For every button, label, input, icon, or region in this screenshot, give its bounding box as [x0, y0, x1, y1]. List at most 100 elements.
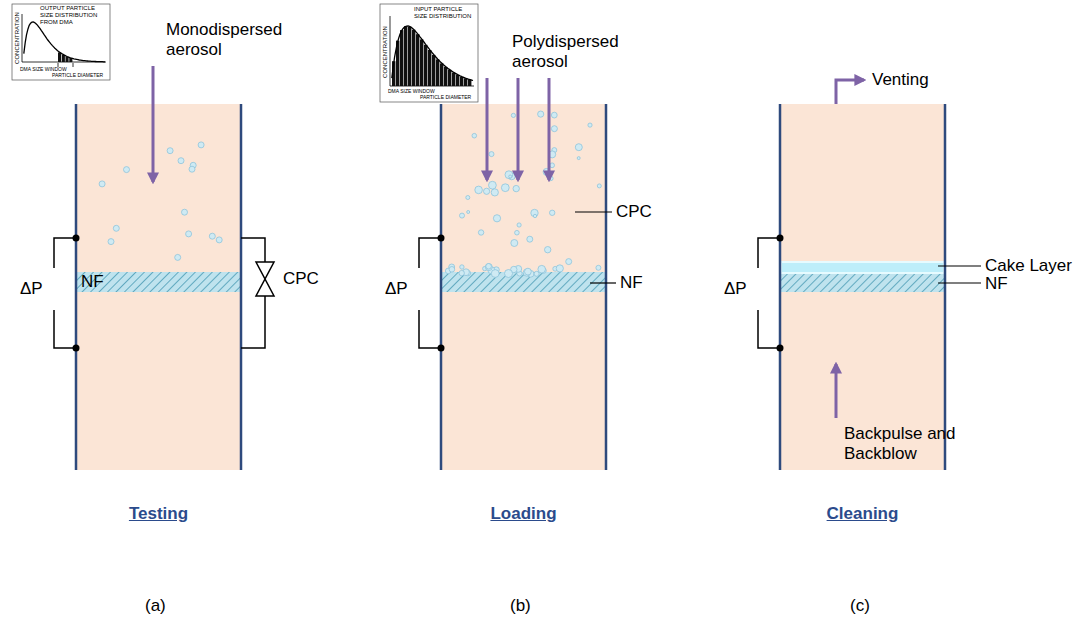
- cake-layer: [781, 262, 944, 273]
- drawing-part: [76, 104, 241, 470]
- particle: [525, 268, 532, 275]
- filter-layer: NF: [441, 272, 606, 292]
- histogram-bar: [432, 55, 435, 86]
- particle: [491, 270, 499, 278]
- drawing-part: [241, 238, 265, 348]
- drawing-part: [548, 78, 551, 180]
- distribution-curve: [392, 26, 473, 86]
- drawing-part: [781, 273, 944, 292]
- panel-caption: Loading: [441, 504, 606, 524]
- aerosol-label: Polydispersed aerosol: [512, 32, 637, 72]
- particle: [511, 240, 518, 247]
- drawing-part: [777, 235, 784, 242]
- chart-title: INPUT PARTICLE SIZE DISTRIBUTION: [414, 6, 476, 20]
- drawing-part: [938, 282, 981, 283]
- panel-caption: Testing: [76, 504, 241, 524]
- particle: [489, 181, 497, 189]
- drawing-part: [75, 104, 78, 470]
- chart-title: OUTPUT PARTICLE SIZE DISTRIBUTION FROM D…: [40, 5, 106, 26]
- particle: [597, 184, 601, 188]
- particle: [505, 171, 513, 179]
- axis-label: CONCENTRATION: [382, 26, 389, 78]
- histogram-bar: [448, 70, 451, 86]
- filter-label: NF: [81, 272, 104, 292]
- histogram-bar: [416, 34, 419, 86]
- drawing-part: [12, 4, 110, 80]
- drawing-part: [73, 345, 80, 352]
- chamber-wall: [76, 104, 945, 470]
- filter-label: NF: [620, 273, 643, 293]
- particle: [493, 215, 500, 222]
- drawing-part: [390, 16, 474, 86]
- drawing-part: [54, 238, 76, 348]
- particle: [533, 214, 536, 217]
- histogram-bar: [408, 27, 411, 86]
- particle: [491, 189, 498, 196]
- histogram-bar: [456, 75, 459, 86]
- particle: [566, 259, 572, 265]
- panel-letter: (c): [850, 596, 870, 616]
- histogram-bar: [444, 67, 447, 86]
- drawing-part: [73, 235, 80, 242]
- drawing-part: [419, 238, 441, 348]
- drawing-part: [438, 345, 445, 352]
- particle: [485, 264, 492, 271]
- particle: [505, 270, 513, 278]
- axis-label: DMA SIZE WINDOW: [388, 88, 435, 94]
- particle: [466, 196, 470, 200]
- particle: [175, 254, 181, 260]
- drawing-part: [944, 104, 947, 470]
- histogram-bar: [400, 30, 403, 86]
- particle: [99, 181, 105, 187]
- particle: [538, 111, 544, 117]
- particle: [551, 126, 557, 132]
- particle: [209, 233, 215, 239]
- particle: [538, 265, 546, 273]
- panel-caption: Cleaning: [780, 504, 945, 524]
- drawing-part: [938, 265, 981, 266]
- instrument-label: CPC: [283, 269, 319, 289]
- particle: [501, 184, 509, 192]
- histogram-bar: [420, 39, 423, 86]
- distribution-curve: [24, 22, 105, 62]
- distribution-curve: [392, 26, 473, 81]
- particle: [596, 265, 601, 270]
- drawing-part: [380, 4, 478, 102]
- chart-axis: [22, 14, 474, 86]
- particle: [472, 133, 477, 138]
- particle: [511, 113, 515, 117]
- flow-label: Backpulse and Backblow: [844, 424, 964, 464]
- histogram-bar: [428, 50, 431, 86]
- histogram-bar: [464, 78, 467, 86]
- distribution-curve: [24, 22, 105, 62]
- drawing-part: [781, 262, 944, 273]
- drawing-part: [77, 272, 240, 292]
- particle: [189, 166, 195, 172]
- particle: [449, 267, 455, 273]
- tap-dot: [73, 235, 784, 352]
- particle: [556, 265, 563, 272]
- particle: [167, 148, 173, 154]
- filter-layer: NF: [780, 273, 945, 292]
- particle: [486, 264, 492, 270]
- particle: [467, 211, 470, 214]
- histogram-bar: [412, 30, 415, 86]
- axis-label: CONCENTRATION: [14, 12, 21, 64]
- flow-arrow: [153, 66, 864, 418]
- particle: [517, 223, 521, 227]
- drawing-part: [240, 104, 243, 470]
- particle: [478, 230, 483, 235]
- histogram-bar: [424, 45, 427, 86]
- particle: [489, 152, 494, 157]
- particle: [108, 239, 114, 245]
- particle: [534, 271, 539, 276]
- cpc-valve-line: [241, 238, 274, 348]
- filter-label: NF: [985, 274, 1008, 294]
- particle: [550, 210, 555, 215]
- particle: [484, 188, 490, 194]
- drawing-part: [777, 345, 784, 352]
- histogram-bar: [460, 77, 463, 86]
- particle: [527, 236, 533, 242]
- chamber-panel: LoadingNF: [441, 104, 606, 470]
